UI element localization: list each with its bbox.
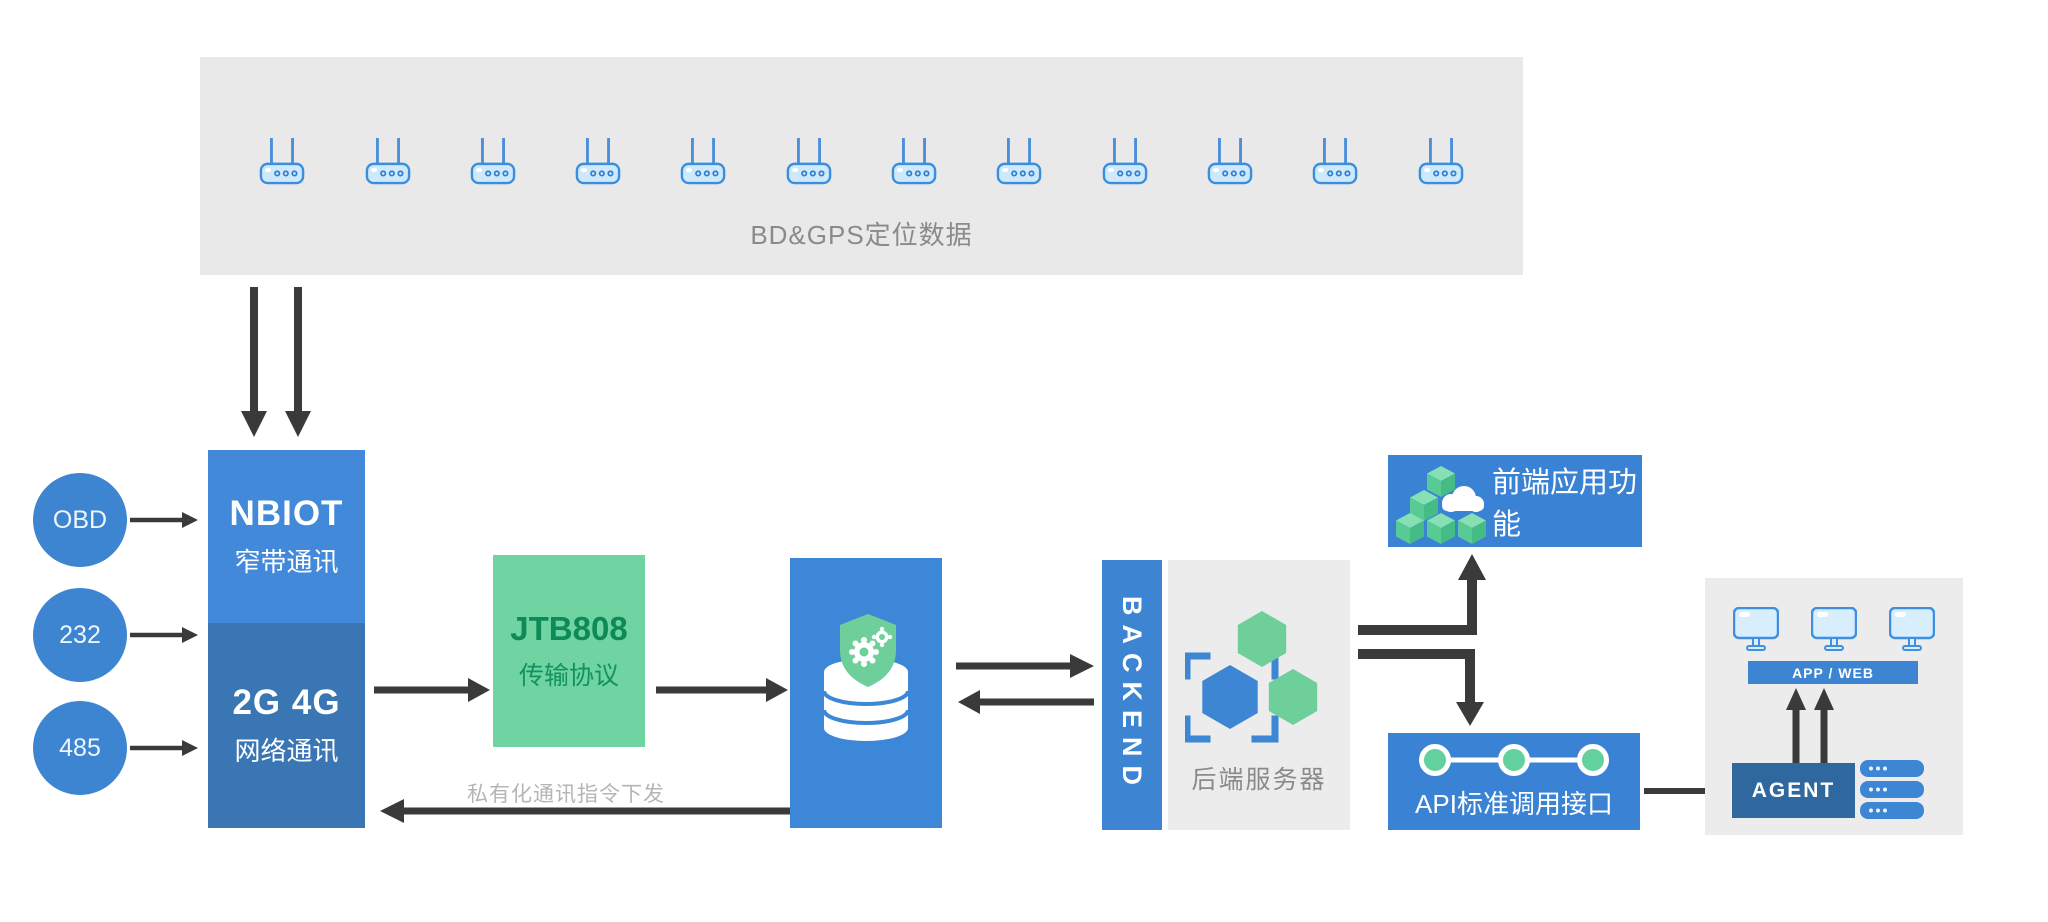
input-label: OBD [52, 505, 108, 534]
obd-to-gateway-arrow [130, 512, 198, 528]
rs232-to-gateway-arrow [130, 627, 198, 643]
protocol-title: JTB808 [510, 610, 628, 647]
server-stack-icon [1860, 760, 1924, 819]
router-icon [1312, 138, 1358, 185]
router-icon [1102, 138, 1147, 185]
cubes-cloud-icon [1396, 466, 1486, 544]
protocol-to-storage-arrow [656, 678, 788, 702]
router-icon [1207, 138, 1253, 185]
input-circle-485: 485 [33, 701, 127, 795]
cellular-section: 2G 4G 网络通讯 [208, 623, 365, 828]
nbiot-subtitle: 窄带通讯 [234, 547, 339, 577]
cellular-title: 2G 4G [232, 683, 341, 722]
client-panel: APP / WEB AGENT [1705, 578, 1963, 835]
input-label: 485 [59, 733, 101, 762]
backend-server-label: 后端服务器 [1191, 766, 1327, 794]
router-icon [470, 138, 516, 185]
cellular-subtitle: 网络通讯 [234, 736, 339, 766]
gps-data-panel: BD&GPS定位数据 [200, 57, 1523, 275]
secure-database-icon [822, 614, 910, 741]
agent-to-appweb-arrows [1786, 688, 1834, 766]
backend-banner [1102, 560, 1162, 830]
gateway-to-protocol-arrow [374, 678, 490, 702]
storage-box [790, 558, 942, 828]
backend-to-storage-arrow [958, 690, 1094, 714]
monitor-row [1733, 607, 1935, 651]
protocol-box: JTB808 传输协议 [493, 555, 645, 747]
gps-to-gateway-arrows [241, 287, 311, 437]
input-circle-232: 232 [33, 588, 127, 682]
gateway-box: NBIOT 窄带通讯 2G 4G 网络通讯 [208, 450, 365, 828]
downlink-label: 私有化通讯指令下发 [467, 783, 665, 806]
router-icon [575, 138, 621, 185]
monitor-icon [1889, 607, 1935, 651]
api-label: API标准调用接口 [1415, 789, 1613, 819]
agent-box: AGENT [1732, 763, 1855, 818]
hexagon-cluster-icon [1185, 611, 1318, 743]
backend-to-frontend-arrow [1358, 554, 1486, 635]
backend-server-panel: 后端服务器 [1168, 560, 1350, 830]
router-icon [260, 138, 305, 185]
backend-banner-label: BACKEND [1117, 596, 1147, 794]
backend-to-api-arrow [1358, 649, 1484, 726]
rs485-to-gateway-arrow [130, 740, 198, 756]
api-box: API标准调用接口 [1388, 733, 1640, 830]
router-icon [681, 138, 726, 185]
frontend-label: 前端应用功能 [1492, 467, 1638, 541]
router-row [200, 135, 1523, 187]
router-icon [786, 138, 832, 185]
router-icon [891, 138, 937, 185]
frontend-box: 前端应用功能 [1388, 455, 1642, 547]
router-icon [1418, 138, 1463, 185]
agent-label: AGENT [1751, 778, 1836, 802]
input-label: 232 [59, 620, 101, 649]
gps-panel-label: BD&GPS定位数据 [750, 220, 973, 250]
nbiot-title: NBIOT [229, 494, 344, 533]
app-web-bar: APP / WEB [1748, 661, 1918, 684]
api-timeline-icon [1419, 744, 1609, 776]
monitor-icon [1811, 607, 1857, 651]
storage-to-backend-arrow [956, 654, 1094, 678]
nbiot-section: NBIOT 窄带通讯 [208, 450, 365, 623]
router-icon [997, 138, 1042, 185]
input-circle-obd: OBD [33, 473, 127, 567]
app-web-label: APP / WEB [1792, 664, 1874, 681]
router-icon [365, 138, 410, 185]
downlink-arrow [380, 799, 792, 823]
monitor-icon [1733, 607, 1779, 651]
protocol-subtitle: 传输协议 [518, 662, 619, 690]
